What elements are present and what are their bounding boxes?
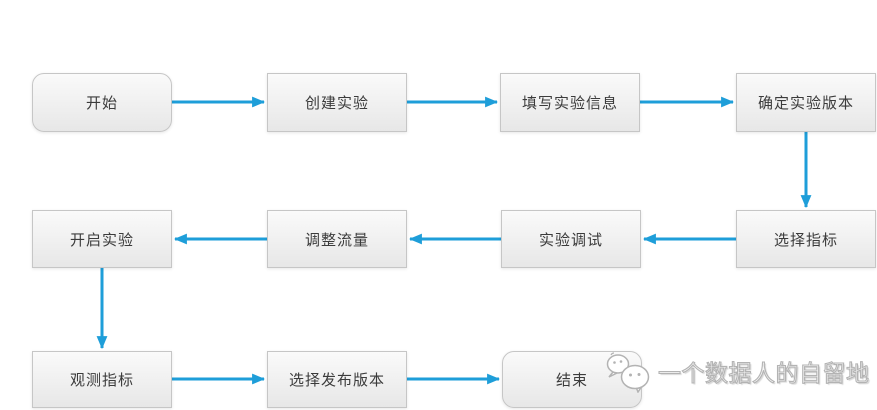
wechat-icon [606, 352, 650, 393]
node-label: 确定实验版本 [757, 95, 854, 112]
node-observe-metrics: 观测指标 [32, 351, 172, 408]
node-label: 填写实验信息 [521, 95, 618, 112]
node-adjust-traffic: 调整流量 [267, 210, 407, 268]
node-start: 开始 [32, 73, 172, 132]
node-label: 结束 [555, 372, 588, 389]
node-fill-experiment-info: 填写实验信息 [500, 73, 640, 132]
node-select-release-version: 选择发布版本 [267, 351, 407, 408]
node-start-experiment: 开启实验 [32, 210, 172, 268]
node-label: 开启实验 [69, 231, 134, 249]
node-label: 开始 [85, 95, 118, 112]
node-label: 创建实验 [304, 95, 369, 112]
node-label: 选择发布版本 [288, 372, 385, 389]
node-label: 选择指标 [773, 231, 838, 249]
node-label: 调整流量 [304, 231, 369, 249]
node-confirm-experiment-version: 确定实验版本 [736, 73, 876, 132]
watermark-text: 一个数据人的自留地 [657, 359, 870, 386]
node-create-experiment: 创建实验 [267, 73, 407, 132]
watermark: 一个数据人的自留地 [605, 348, 870, 394]
node-select-metrics: 选择指标 [736, 210, 876, 268]
node-label: 实验调试 [538, 231, 603, 249]
node-experiment-debug: 实验调试 [501, 210, 641, 268]
node-label: 观测指标 [69, 372, 134, 389]
